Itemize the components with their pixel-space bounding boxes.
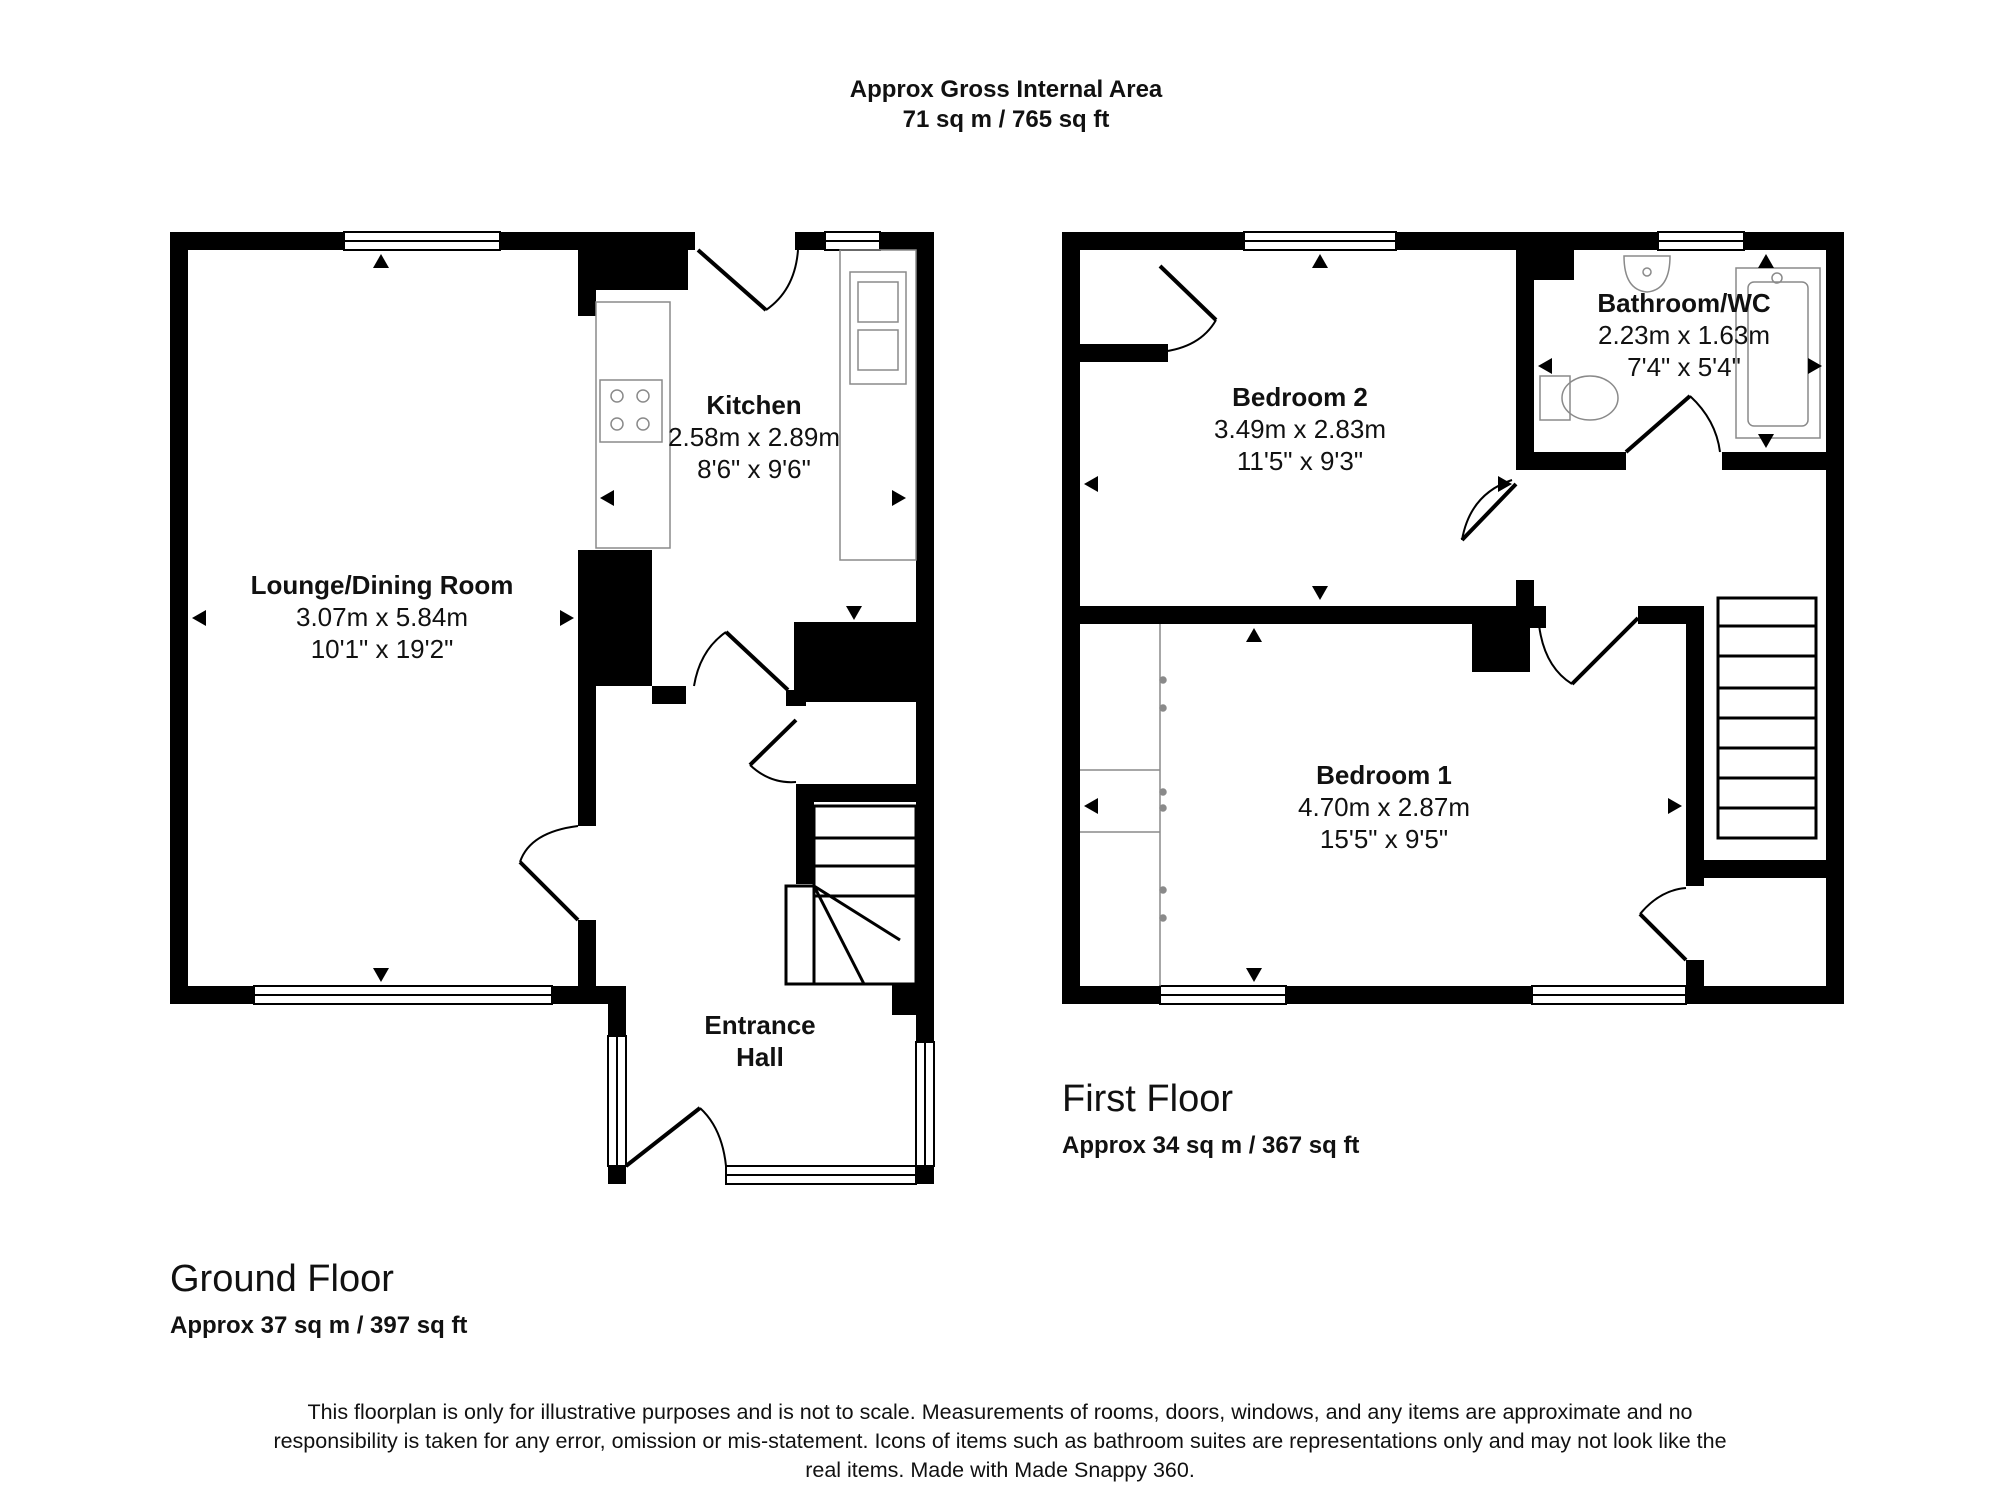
lounge-metric: 3.07m x 5.84m [296,601,468,632]
ground-floor-walls [170,232,934,1184]
wardrobes [1080,624,1167,986]
ground-floor-windows [253,231,935,1185]
bedroom2-metric: 3.49m x 2.83m [1214,413,1386,444]
bedroom2-name: Bedroom 2 [1232,382,1368,412]
lounge-imperial: 10'1" x 19'2" [310,633,454,664]
kitchen-imperial: 8'6" x 9'6" [697,453,811,484]
bedroom1-imperial: 15'5" x 9'5" [1319,823,1449,854]
first-floor-doors [1158,264,1721,962]
kitchen-metric: 2.58m x 2.89m [668,421,840,452]
bedroom2-label: Bedroom 2 3.49m x 2.83m 11'5" x 9'3" [1214,382,1386,478]
disclaimer-text: This floorplan is only for illustrative … [273,1400,1727,1482]
bedroom1-label: Bedroom 1 4.70m x 2.87m 15'5" x 9'5" [1298,760,1470,856]
first-dimension-arrows [1084,254,1822,982]
gross-area-value: 71 sq m / 765 sq ft [902,106,1110,133]
bedroom2-imperial: 11'5" x 9'3" [1236,445,1364,476]
kitchen-name: Kitchen [706,390,802,420]
first-floor-area: Approx 34 sq m / 367 sq ft [1062,1132,1360,1159]
bathroom-label: Bathroom/WC 2.23m x 1.63m 7'4" x 5'4" [1597,288,1770,384]
ground-floor-doors [518,248,799,1168]
bedroom1-name: Bedroom 1 [1316,760,1452,790]
first-floor-windows [1159,231,1745,1005]
first-floor-plan [1062,231,1844,1005]
kitchen-label: Kitchen 2.58m x 2.89m 8'6" x 9'6" [668,390,840,486]
bathroom-fixtures [1539,255,1821,439]
kitchen-fixtures [595,249,917,561]
hall-label: Entrance Hall [704,1010,815,1074]
ground-floor-title: Ground Floor [170,1258,394,1300]
hall-name-line1: Entrance [704,1010,816,1040]
hall-name-line2: Hall [736,1041,784,1072]
lounge-label: Lounge/Dining Room 3.07m x 5.84m 10'1" x… [251,570,514,666]
first-floor-title: First Floor [1062,1078,1233,1120]
bedroom1-metric: 4.70m x 2.87m [1298,791,1470,822]
ground-dimension-arrows [192,254,906,982]
ground-floor-plan [170,231,935,1185]
ground-stairs [784,804,918,986]
gross-area-title: Approx Gross Internal Area [849,76,1163,103]
bathroom-name: Bathroom/WC [1597,288,1771,318]
bathroom-imperial: 7'4" x 5'4" [1627,351,1741,382]
bathroom-metric: 2.23m x 1.63m [1598,319,1770,350]
first-floor-walls [1062,232,1844,1004]
first-floor-stairs [1716,596,1818,840]
ground-floor-area: Approx 37 sq m / 397 sq ft [170,1312,468,1339]
lounge-name: Lounge/Dining Room [250,570,514,600]
